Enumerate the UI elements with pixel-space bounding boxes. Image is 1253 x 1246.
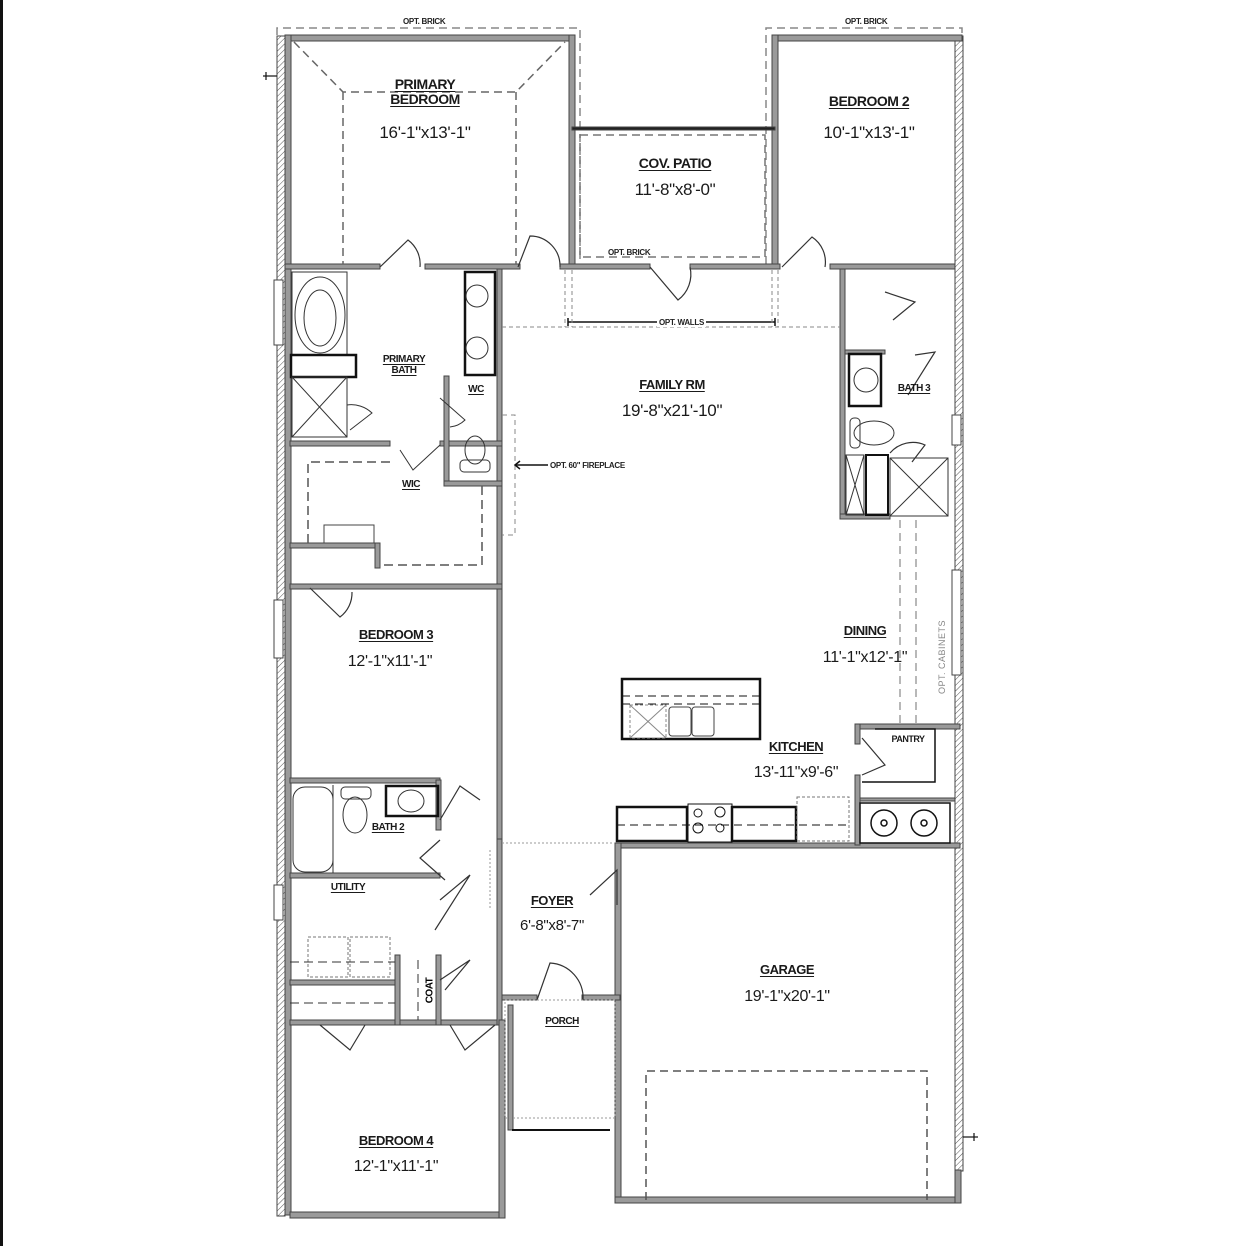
kitchen-island <box>620 677 762 741</box>
porch-outline <box>489 842 616 1119</box>
primary-bedroom-label: PRIMARY BEDROOM <box>390 77 460 106</box>
opt-brick-outline <box>276 27 963 264</box>
primary-bedroom-dims: 16'-1"x13'-1" <box>379 123 471 142</box>
primary-bedroom-name-1: PRIMARY <box>394 76 456 92</box>
porch-label: PORCH <box>545 1016 579 1027</box>
bath-2-fixtures <box>292 784 440 873</box>
wc-label: WC <box>468 384 484 395</box>
dining-label: DINING <box>843 623 887 638</box>
garage-dims: 19'-1"x20'-1" <box>744 988 830 1005</box>
bedroom-3-dims: 12'-1"x11'-1" <box>347 653 433 670</box>
bedroom-4-dims: 12'-1"x11'-1" <box>353 1158 439 1175</box>
left-edge-bar <box>0 0 3 1246</box>
utility-label: UTILITY <box>330 882 366 893</box>
door-swings <box>309 235 937 1051</box>
opt-brick-note-right: OPT. BRICK <box>845 17 888 26</box>
primary-bath-label: PRIMARY BATH <box>382 354 426 376</box>
garage-label: GARAGE <box>759 962 815 977</box>
opt-brick-note-left: OPT. BRICK <box>403 17 446 26</box>
walls <box>273 34 963 1219</box>
primary-bath-name-2: BATH <box>391 364 417 376</box>
kitchen-label: KITCHEN <box>768 739 824 754</box>
wic-label: WIC <box>402 479 420 490</box>
kitchen-dims: 13'-11"x9'-6" <box>753 764 839 781</box>
foyer-label: FOYER <box>530 893 574 908</box>
primary-bath-name-1: PRIMARY <box>382 354 426 365</box>
family-rm-dims: 19'-8"x21'-10" <box>621 401 723 420</box>
bath-3-fixtures <box>845 352 949 517</box>
cov-patio-label: COV. PATIO <box>638 155 712 171</box>
pantry-label: PANTRY <box>891 734 926 744</box>
bedroom-3-label: BEDROOM 3 <box>358 627 434 642</box>
dimension-ticks <box>263 72 978 1141</box>
opt-fireplace-note: OPT. 60" FIREPLACE <box>550 461 625 470</box>
wic-shelving <box>307 461 483 566</box>
washer-dryer <box>859 728 951 844</box>
kitchen-counter <box>615 796 850 843</box>
dining-dims: 11'-1"x12'-1" <box>822 649 908 666</box>
tray-ceiling <box>293 41 566 264</box>
patio-outline <box>579 134 766 258</box>
bath-2-label: BATH 2 <box>371 822 405 833</box>
garage-door-outline <box>645 1070 928 1200</box>
bedroom-2-dims: 10'-1"x13'-1" <box>823 123 915 142</box>
primary-bedroom-name-2: BEDROOM <box>390 90 460 107</box>
bedroom-2-label: BEDROOM 2 <box>828 93 910 109</box>
bath-3-label: BATH 3 <box>897 383 931 394</box>
opt-cabinets-outline <box>899 520 917 725</box>
opt-brick-note-patio: OPT. BRICK <box>608 248 651 257</box>
coat-label: COAT <box>424 977 436 1004</box>
cov-patio-dims: 11'-8"x8'-0" <box>634 180 716 199</box>
utility-fixtures <box>307 936 391 978</box>
foyer-dims: 6'-8"x8'-7" <box>520 917 584 934</box>
opt-cabinets-note: OPT. CABINETS <box>937 619 948 695</box>
opt-walls-note: OPT. WALLS <box>657 318 707 327</box>
family-rm-label: FAMILY RM <box>639 377 705 392</box>
primary-bath-fixtures <box>289 270 497 473</box>
fireplace-outline <box>502 414 516 536</box>
bedroom-4-label: BEDROOM 4 <box>358 1133 434 1148</box>
